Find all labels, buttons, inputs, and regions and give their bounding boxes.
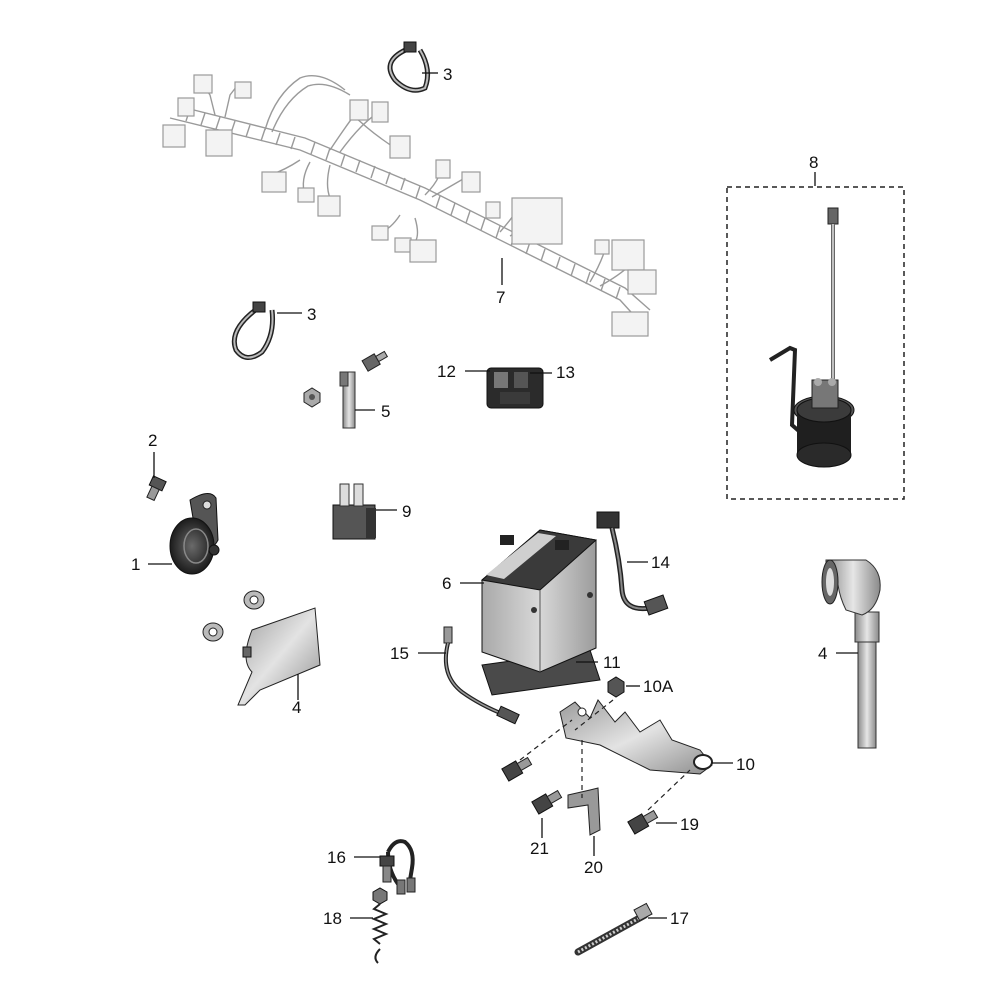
callout-18: 18 [323,909,342,928]
battery [480,529,601,696]
leader-lines [148,72,858,919]
bracket-hardware [501,676,691,836]
callout-16: 16 [327,848,346,867]
callout-20: 20 [584,858,603,877]
callout-3-lower: 3 [307,305,316,324]
fuse-holder [332,483,376,540]
wiring-harness [162,74,657,337]
callout-10: 10 [736,755,755,774]
callout-13: 13 [556,363,575,382]
cable-tie-top [387,41,431,93]
callout-7: 7 [496,288,505,307]
cable-tie-lower [231,301,275,360]
side-cover-plate [202,590,321,706]
ground-wire [443,626,520,725]
battery-cable [596,511,669,616]
callout-15: 15 [390,644,409,663]
callout-21: 21 [530,839,549,858]
callout-19: 19 [680,815,699,834]
callout-3-top: 3 [443,65,452,84]
horn-screw [146,475,167,502]
callout-11: 11 [603,653,621,672]
callout-4-boot: 4 [818,644,827,663]
callout-8: 8 [809,153,818,172]
relay [486,367,544,409]
callout-4-plate: 4 [292,698,301,717]
starter-solenoid-group [726,186,905,500]
callout-10a: 10A [643,677,674,696]
callout-1: 1 [131,555,140,574]
callout-6: 6 [442,574,451,593]
callout-17: 17 [670,909,689,928]
brake-light-switch [379,839,416,895]
switch-spring [371,887,389,964]
cable-tie-long [574,902,653,956]
bracket-with-screw [303,350,389,429]
callout-labels: 3 3 7 8 5 12 13 9 2 1 4 6 14 11 15 10A 1… [131,65,827,928]
callout-5: 5 [381,402,390,421]
callout-2: 2 [148,431,157,450]
callout-12: 12 [437,362,456,381]
horn [169,493,220,575]
callout-14: 14 [651,553,670,572]
callout-9: 9 [402,502,411,521]
battery-bracket [559,699,713,775]
rubber-boot [821,559,881,749]
